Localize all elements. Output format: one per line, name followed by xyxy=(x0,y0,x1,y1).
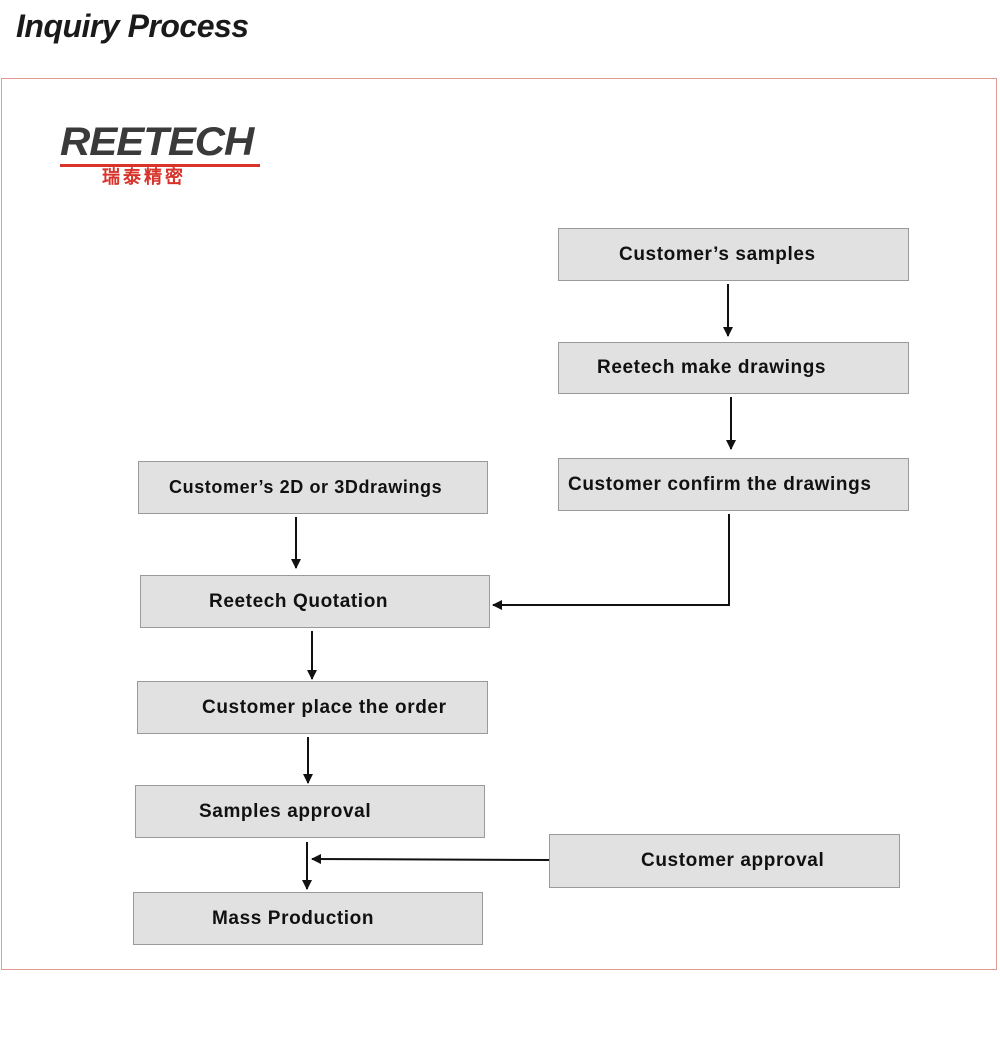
step-label: Customer’s samples xyxy=(619,243,816,265)
logo-wordmark: REETECH xyxy=(60,120,254,164)
step-label: Reetech make drawings xyxy=(597,357,827,378)
diagram-frame xyxy=(1,78,997,970)
logo-underline xyxy=(60,164,260,167)
step-mass-production: Mass Production xyxy=(133,892,483,945)
reetech-logo: REETECH 瑞泰精密 xyxy=(60,120,270,190)
arrow-confirm-to-quotation xyxy=(492,514,730,610)
step-customer-place-order: Customer place the order xyxy=(137,681,488,734)
step-reetech-make-drawings: Reetech make drawings xyxy=(558,342,909,394)
step-label: Mass Production xyxy=(212,907,375,929)
step-label: Customer confirm the drawings xyxy=(568,473,872,495)
step-label: Reetech Quotation xyxy=(209,590,389,612)
step-reetech-quotation: Reetech Quotation xyxy=(140,575,490,628)
step-label: Customer place the order xyxy=(202,696,447,718)
page-title: Inquiry Process xyxy=(16,8,249,44)
step-samples-approval: Samples approval xyxy=(135,785,485,838)
step-label: Customer approval xyxy=(641,850,825,871)
arrow-customer-approval-to-flow xyxy=(311,854,550,865)
step-label: Samples approval xyxy=(199,800,372,822)
step-label: Customer’s 2D or 3Ddrawings xyxy=(169,477,443,497)
step-customer-confirm-drawings: Customer confirm the drawings xyxy=(558,458,909,511)
step-customer-approval: Customer approval xyxy=(549,834,900,888)
step-customer-samples: Customer’s samples xyxy=(558,228,909,281)
logo-subtitle: 瑞泰精密 xyxy=(102,167,186,188)
step-customer-2d-3d-drawings: Customer’s 2D or 3Ddrawings xyxy=(138,461,488,514)
